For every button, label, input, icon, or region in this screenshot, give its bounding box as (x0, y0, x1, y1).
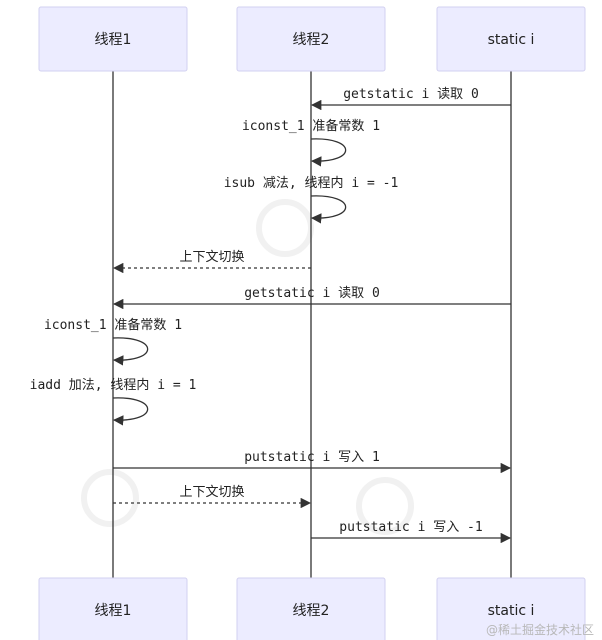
message-3: isub 减法, 线程内 i = -1 (224, 175, 399, 224)
participant-t2-top: 线程2 (236, 6, 386, 72)
participant-si-bottom: static i (436, 577, 586, 640)
message-2: iconst_1 准备常数 1 (242, 118, 380, 167)
messages: getstatic i 读取 0 iconst_1 准备常数 1 isub 减法, … (30, 87, 512, 544)
message-label: 上下文切换 (179, 485, 244, 500)
participants-top: 线程1 线程2 static i (38, 6, 586, 72)
message-7: iadd 加法, 线程内 i = 1 (30, 377, 197, 426)
participant-box (436, 6, 586, 72)
message-5: getstatic i 读取 0 (112, 286, 511, 310)
participant-label: static i (488, 32, 535, 48)
participant-si-top: static i (436, 6, 586, 72)
watermark-text: @稀土掘金技术社区 (486, 622, 594, 637)
participant-t2-bottom: 线程2 (236, 577, 386, 640)
participant-label: static i (488, 603, 535, 619)
self-loop-arrow (112, 337, 149, 366)
participant-box (236, 6, 386, 72)
watermark-logos (81, 199, 414, 535)
message-6: iconst_1 准备常数 1 (44, 317, 182, 366)
message-4: 上下文切换 (112, 250, 311, 274)
message-label: putstatic i 写入 1 (244, 450, 380, 465)
participant-box (38, 6, 188, 72)
participants-bottom: 线程1 线程2 static i (38, 577, 586, 640)
participant-box (38, 577, 188, 640)
participant-label: 线程2 (293, 32, 330, 48)
message-8: putstatic i 写入 1 (113, 450, 512, 474)
message-10: putstatic i 写入 -1 (311, 520, 512, 544)
message-label: iconst_1 准备常数 1 (44, 317, 182, 333)
participant-label: 线程2 (293, 603, 330, 619)
self-loop-arrow (112, 397, 149, 426)
participant-t1-top: 线程1 (38, 6, 188, 72)
participant-label: 线程1 (95, 32, 132, 48)
message-label: iadd 加法, 线程内 i = 1 (30, 377, 197, 393)
message-label: isub 减法, 线程内 i = -1 (224, 175, 399, 191)
participant-box (236, 577, 386, 640)
message-label: putstatic i 写入 -1 (339, 520, 482, 535)
message-label: getstatic i 读取 0 (244, 286, 380, 301)
participant-t1-bottom: 线程1 (38, 577, 188, 640)
participant-box (436, 577, 586, 640)
message-1: getstatic i 读取 0 (310, 87, 511, 111)
message-9: 上下文切换 (113, 485, 312, 509)
message-label: 上下文切换 (179, 250, 244, 265)
message-label: getstatic i 读取 0 (343, 87, 479, 102)
self-loop-arrow (310, 195, 347, 224)
participant-label: 线程1 (95, 603, 132, 619)
self-loop-arrow (310, 138, 347, 167)
message-label: iconst_1 准备常数 1 (242, 118, 380, 134)
lifelines (112, 71, 512, 578)
